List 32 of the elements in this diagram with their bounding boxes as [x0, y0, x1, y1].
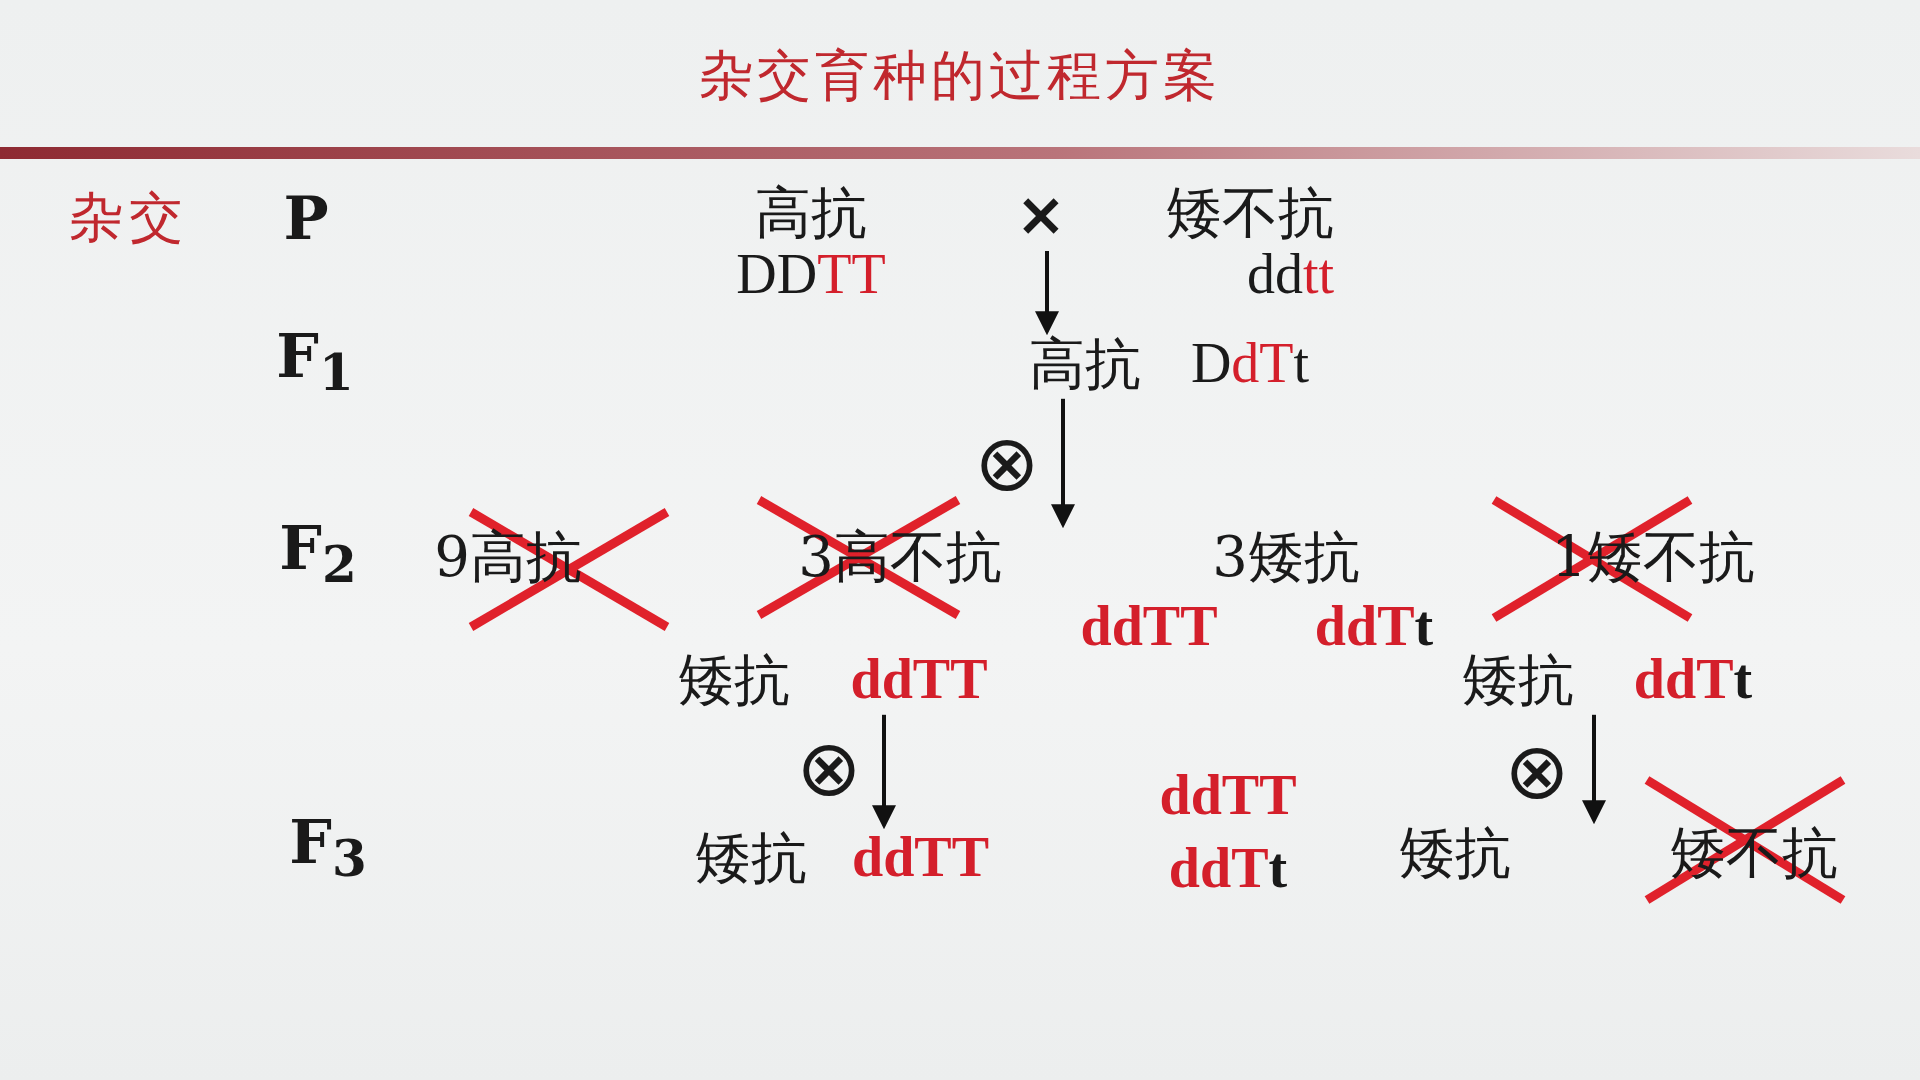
generation-label: F$_{3}$ [289, 808, 367, 886]
genotype-text: ddTt [1633, 649, 1753, 711]
generation-label: F$_{1}$ [276, 322, 354, 400]
phenotype-text: 高抗 [755, 182, 867, 244]
section-label: 杂交 [69, 188, 189, 248]
genotype-text: ddTt [1314, 596, 1434, 658]
genotype-text: ddTT [852, 827, 989, 889]
phenotype-text: 3矮抗 [1212, 526, 1360, 588]
phenotype-text: 矮抗 [1399, 822, 1511, 884]
genotype-text: ddTT [850, 649, 988, 711]
phenotype-text: 矮抗 [695, 827, 807, 889]
generation-label: P [283, 185, 329, 251]
arrow [1035, 251, 1059, 336]
arrow [872, 714, 896, 830]
genotype-text: DDTT [736, 244, 886, 306]
selfing-symbol: ⊗ [974, 424, 1040, 502]
selfing-symbol: ⊗ [1504, 732, 1570, 810]
phenotype-text: 高抗 [1028, 333, 1141, 395]
genotype-text: ddTT [1159, 765, 1297, 827]
genotype-text: DdTt [1190, 333, 1310, 395]
selfing-symbol: ⊗ [796, 729, 862, 807]
genotype-text: ddtt [1246, 244, 1334, 306]
genotype-text: ddTT [1080, 596, 1218, 658]
generation-label: F$_{2}$ [279, 514, 357, 592]
title: 杂交育种的过程方案 [699, 46, 1221, 106]
phenotype-text: 矮不抗 [1166, 182, 1334, 244]
arrow [1582, 714, 1606, 825]
genotype-text: ddTt [1168, 838, 1288, 900]
cross-symbol: × [1015, 181, 1067, 247]
arrow [1051, 398, 1075, 529]
phenotype-text: 矮抗 [678, 649, 791, 711]
phenotype-text: 矮抗 [1461, 649, 1574, 711]
